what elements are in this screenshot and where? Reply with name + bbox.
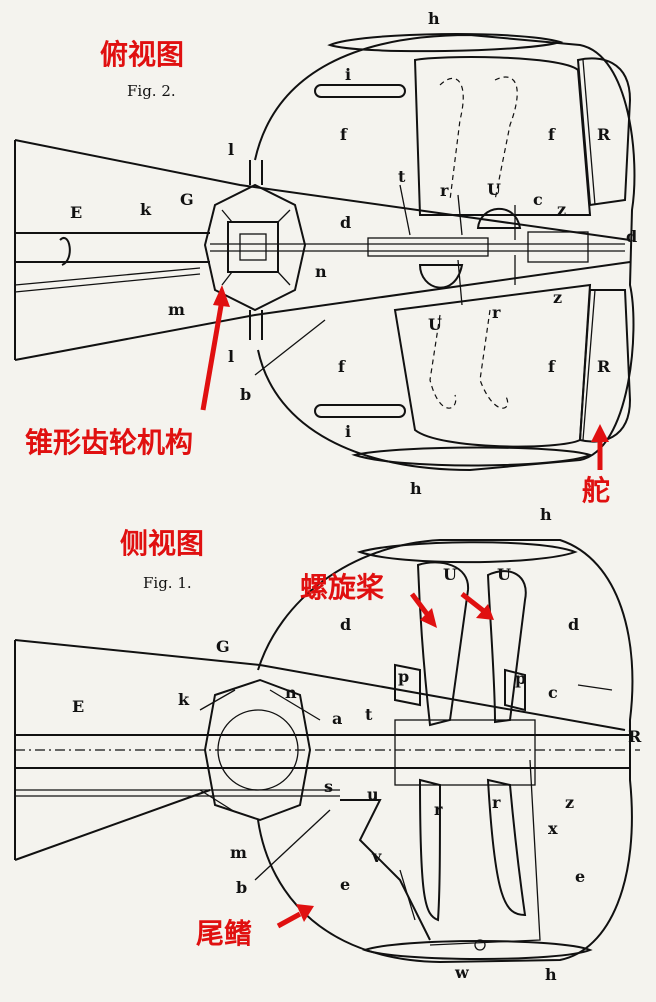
part-label-k-side: k [178, 690, 190, 709]
part-label-R-bottom: R [597, 357, 611, 376]
part-label-d-top-2: d [626, 227, 637, 246]
part-label-e-side-2: e [575, 867, 585, 886]
part-label-u-side: u [367, 785, 379, 804]
part-label-x-side: x [548, 819, 558, 838]
part-label-h-bottom: h [410, 479, 422, 498]
rudder-arrowhead [591, 424, 609, 442]
part-label-k-top: k [140, 200, 152, 219]
part-label-U-side-1: U [443, 565, 457, 584]
fin-arrowhead [296, 904, 314, 922]
part-label-c-top: c [533, 190, 543, 209]
bevel-gear-arrowhead [213, 285, 230, 307]
part-label-b-side: b [236, 878, 247, 897]
part-label-i-bottom: i [345, 422, 351, 441]
part-label-G-side: G [216, 637, 230, 656]
side-view-title: 侧视图 [120, 527, 204, 560]
part-label-c-side: c [548, 683, 558, 702]
part-label-t-top: t [398, 167, 406, 186]
part-label-r-top-2: r [492, 303, 501, 322]
part-label-f-1: f [340, 125, 348, 144]
part-label-U-top-1: U [487, 180, 501, 199]
fin-caption: 尾鳍 [196, 917, 252, 950]
part-label-d-side-2: d [568, 615, 579, 634]
part-label-p-side-1: p [398, 667, 409, 686]
side-view-figure-label: Fig. 1. [143, 574, 192, 592]
side-view-drawing [14, 539, 640, 964]
part-label-z-top-2: z [553, 288, 562, 307]
part-label-h-top: h [428, 9, 440, 28]
propeller-arrow-2 [460, 592, 487, 614]
part-label-a-side: a [332, 709, 342, 728]
propeller-caption: 螺旋桨 [300, 571, 384, 604]
part-label-G-top: G [180, 190, 194, 209]
part-label-z-top-1: z [557, 200, 566, 219]
part-label-r-top-1: r [440, 181, 449, 200]
propeller-arrowhead-2 [476, 604, 494, 620]
part-label-i-top: i [345, 65, 351, 84]
part-label-E-top: E [70, 203, 82, 222]
part-label-l-top-2: l [228, 347, 234, 366]
fin-arrow [276, 911, 302, 929]
part-label-z-side: z [565, 793, 574, 812]
part-label-p-side-2: p [515, 669, 526, 688]
part-label-h-side-bottom: h [545, 965, 557, 984]
part-label-d-side-1: d [340, 615, 351, 634]
part-label-U-side-2: U [497, 565, 511, 584]
part-label-r-side-1: r [434, 800, 443, 819]
top-view-drawing [14, 33, 636, 472]
top-view-figure-label: Fig. 2. [127, 82, 176, 100]
part-label-l-top: l [228, 140, 234, 159]
part-label-w-side: w [454, 963, 470, 982]
part-label-n-side: n [285, 683, 297, 702]
part-label-U-top-2: U [428, 315, 442, 334]
part-label-m-side: m [230, 843, 247, 862]
part-label-f-2: f [548, 125, 556, 144]
part-label-r-side-2: r [492, 793, 501, 812]
part-label-E-side: E [72, 697, 84, 716]
part-label-n-top: n [315, 262, 327, 281]
side-view-part-labels: h U U d d G k n p p c E a t R s u r r z … [72, 505, 642, 984]
part-label-s-side: s [324, 777, 333, 796]
bevel-gear-caption: 锥形齿轮机构 [25, 426, 193, 459]
rudder-caption: 舵 [582, 474, 610, 507]
top-view-title: 俯视图 [100, 38, 184, 71]
part-label-e-side-1: e [340, 875, 350, 894]
part-label-v-side: v [371, 847, 382, 866]
part-label-b-top: b [240, 385, 251, 404]
part-label-t-side: t [365, 705, 373, 724]
part-label-R-top: R [597, 125, 611, 144]
propeller-arrowhead-1 [420, 608, 437, 628]
top-view-part-labels: h i f f R l G k E t r U c z d d m n z r … [70, 9, 637, 498]
part-label-R-side: R [628, 727, 642, 746]
part-label-f-4: f [548, 357, 556, 376]
part-label-d-top-1: d [340, 213, 351, 232]
bevel-gear-arrow [200, 299, 225, 411]
part-label-h-side-top: h [540, 505, 552, 524]
part-label-f-3: f [338, 357, 346, 376]
part-label-m-top: m [168, 300, 185, 319]
